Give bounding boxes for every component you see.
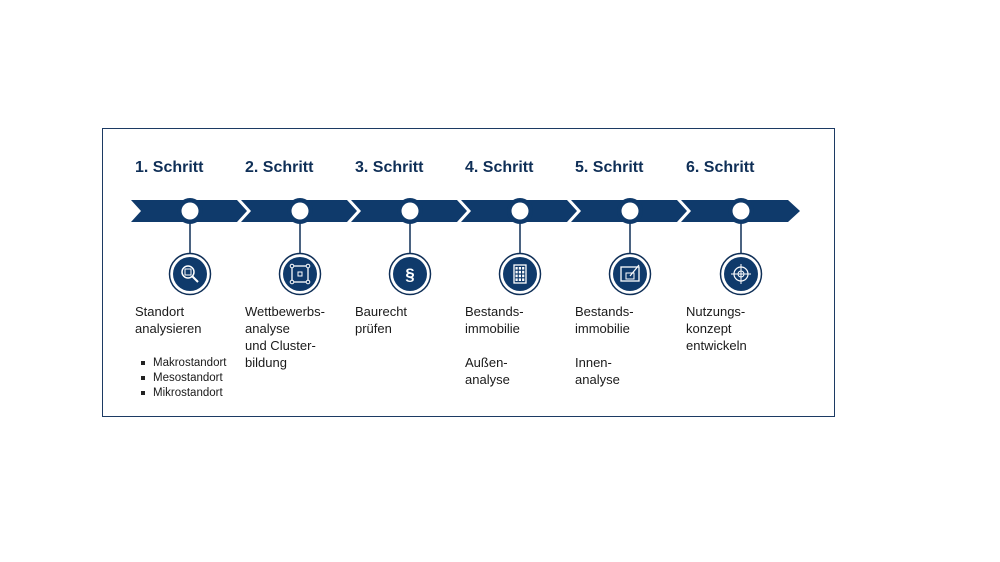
step-description: Nutzungs-konzept entwickeln [686, 303, 796, 354]
description-line: Baurecht [355, 304, 408, 319]
blueprint-icon [620, 264, 640, 282]
step-title: 5. Schritt [575, 159, 644, 176]
description-line: analyse [245, 321, 290, 336]
magnifier-building-icon [181, 265, 199, 283]
milestone-dot [401, 202, 419, 220]
step-title: 1. Schritt [135, 159, 204, 176]
bullet-item: Makrostandort [141, 356, 227, 371]
description-line: immobilie [465, 321, 520, 336]
milestone-dot [181, 202, 199, 220]
svg-text:§: § [405, 265, 414, 284]
diagram-frame [102, 128, 835, 417]
description-line: Innen- [575, 355, 612, 370]
description-line: Standort [135, 304, 185, 319]
building-icon [513, 264, 527, 284]
milestone-dot [621, 202, 639, 220]
description-line [575, 337, 685, 354]
step-description: Baurecht prüfen [355, 303, 465, 337]
description-line: entwickeln [686, 338, 747, 353]
step-description: Standort analysieren [135, 303, 245, 337]
description-line: Wettbewerbs- [245, 304, 325, 319]
step-title: 3. Schritt [355, 159, 424, 176]
description-line: analyse [575, 372, 620, 387]
bullet-item: Mikrostandort [141, 386, 227, 401]
step1-bullets: Makrostandort Mesostandort Mikrostandort [141, 356, 227, 401]
description-line: und Cluster- [245, 338, 316, 353]
description-line: Bestands- [575, 304, 634, 319]
description-line: Nutzungs- [686, 304, 746, 319]
description-line: konzept [686, 321, 732, 336]
cluster-square-icon [289, 263, 311, 285]
bullet-item: Mesostandort [141, 371, 227, 386]
description-line [465, 337, 575, 354]
step-title: 4. Schritt [465, 159, 534, 176]
description-line: bildung [245, 355, 287, 370]
description-line: analysieren [135, 321, 202, 336]
step-title: 6. Schritt [686, 159, 755, 176]
milestone-dot [732, 202, 750, 220]
milestone-dot [291, 202, 309, 220]
paragraph-icon: § [405, 265, 414, 284]
step-title: 2. Schritt [245, 159, 314, 176]
step-description: Wettbewerbs-analyse und Cluster-bildung [245, 303, 355, 371]
description-line: prüfen [355, 321, 392, 336]
target-icon [731, 264, 751, 284]
description-line: Außen- [465, 355, 508, 370]
description-line: analyse [465, 372, 510, 387]
description-line: immobilie [575, 321, 630, 336]
description-line: Bestands- [465, 304, 524, 319]
milestone-dot [511, 202, 529, 220]
